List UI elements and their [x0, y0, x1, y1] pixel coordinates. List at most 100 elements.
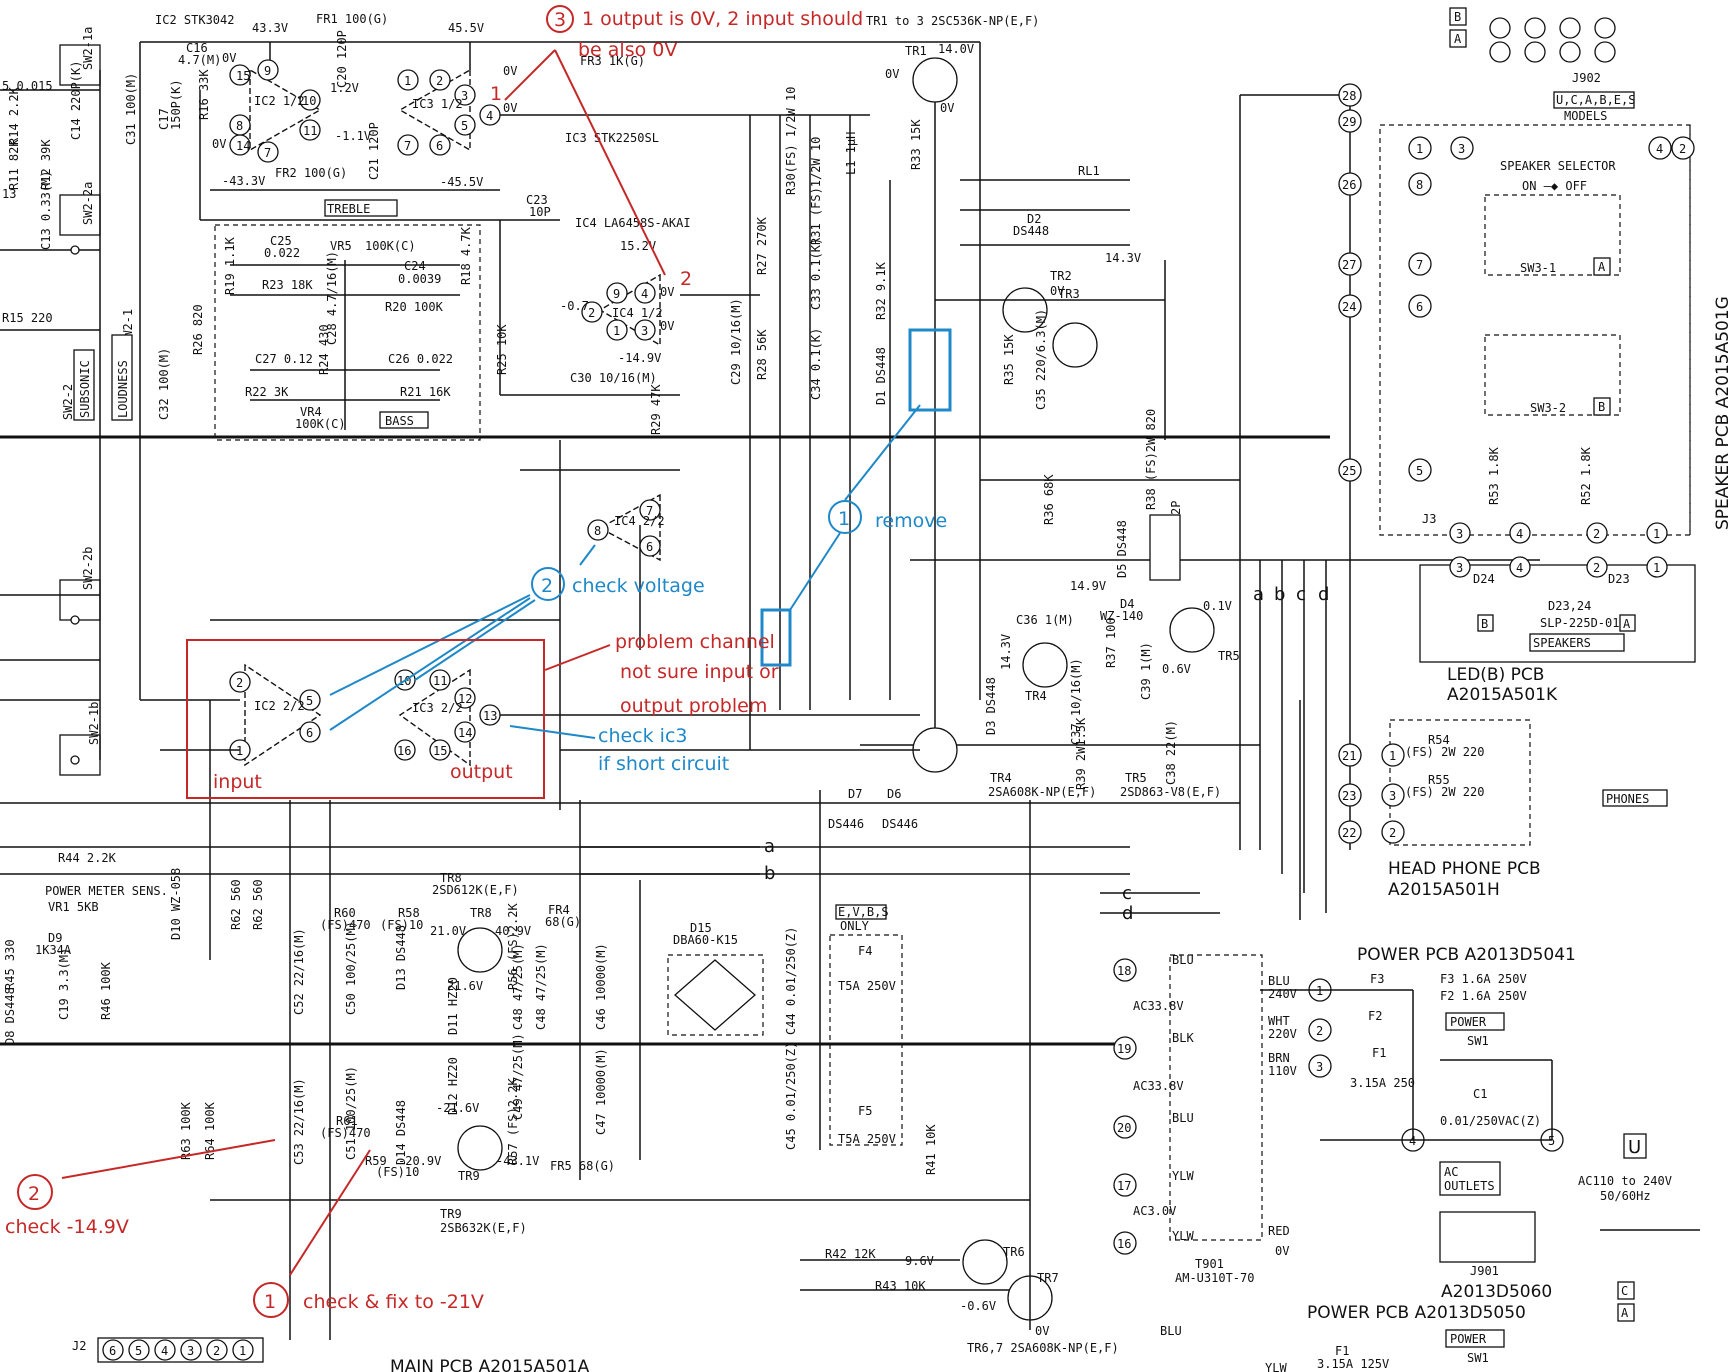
svg-text:D23: D23 [1608, 572, 1630, 586]
c16-label: C16 [186, 41, 208, 55]
svg-text:C30 10/16(M): C30 10/16(M) [570, 371, 657, 385]
svg-text:BLU: BLU [1268, 974, 1290, 988]
ic2-ic3-upper: IC2 STK3042 43.3V FR1 100(G) 45.5V 15 9 … [124, 12, 870, 221]
svg-text:1: 1 [239, 1344, 246, 1358]
svg-text:LED(B) PCB: LED(B) PCB [1447, 665, 1544, 685]
svg-text:D2: D2 [1027, 212, 1041, 226]
svg-text:0V: 0V [503, 101, 517, 115]
svg-text:-21.6V: -21.6V [436, 1101, 479, 1115]
fr2-label: FR2 100(G) [275, 166, 347, 180]
svg-text:C29 10/16(M): C29 10/16(M) [729, 298, 743, 385]
svg-text:29: 29 [1342, 115, 1356, 129]
abcd-bus: a b c d a b c d [580, 560, 1329, 924]
svg-text:50/60Hz: 50/60Hz [1600, 1189, 1651, 1203]
svg-text:D9: D9 [48, 931, 62, 945]
svg-text:WZ-140: WZ-140 [1100, 609, 1143, 623]
input-label: input [213, 771, 262, 793]
svg-text:240V: 240V [1268, 987, 1297, 1001]
svg-text:AC33.8V: AC33.8V [1133, 999, 1184, 1013]
svg-text:d: d [1318, 584, 1329, 605]
c015-label: 5 0.015 [2, 79, 53, 93]
svg-text:R56 (FS)2.2K: R56 (FS)2.2K [506, 903, 520, 990]
svg-text:POWER METER SENS.: POWER METER SENS. [45, 884, 168, 898]
svg-text:1: 1 [1653, 561, 1660, 575]
svg-text:1: 1 [1389, 749, 1396, 763]
svg-text:110V: 110V [1268, 1064, 1297, 1078]
svg-text:DS446: DS446 [882, 817, 918, 831]
svg-text:4: 4 [486, 109, 493, 123]
svg-text:F3 1.6A 250V: F3 1.6A 250V [1440, 972, 1527, 986]
svg-text:R44 2.2K: R44 2.2K [58, 851, 117, 865]
svg-text:A: A [1623, 617, 1631, 631]
svg-text:TR2: TR2 [1050, 269, 1072, 283]
svg-text:J901: J901 [1470, 1264, 1499, 1278]
svg-text:15: 15 [236, 69, 250, 83]
svg-text:D24: D24 [1473, 572, 1495, 586]
svg-text:(FS)470: (FS)470 [320, 1126, 371, 1140]
svg-text:2: 2 [236, 676, 243, 690]
left-switches: SW2-1a SW2-2a SW2-2b SW2-1b SW2-1 SW2-2 … [0, 27, 135, 776]
svg-text:VR1 5KB: VR1 5KB [48, 900, 99, 914]
svg-text:B: B [1481, 617, 1488, 631]
svg-text:3.15A 125V: 3.15A 125V [1317, 1357, 1389, 1371]
svg-text:BLU: BLU [1172, 1111, 1194, 1125]
svg-text:-0.7: -0.7 [560, 299, 589, 313]
svg-text:YLW: YLW [1172, 1229, 1194, 1243]
svg-text:(FS) 2W 220: (FS) 2W 220 [1405, 745, 1484, 759]
svg-text:14: 14 [236, 139, 250, 153]
speaker-pcb: SPEAKER PCB A2015A501G SPEAKER SELECTOR … [1379, 124, 1733, 544]
svg-text:BLU: BLU [1172, 953, 1194, 967]
svg-text:A: A [1454, 32, 1462, 46]
svg-text:R59: R59 [365, 1154, 387, 1168]
svg-text:1: 1 [404, 74, 411, 88]
svg-text:0V: 0V [212, 137, 226, 151]
c17v-label: 150P(K) [169, 79, 183, 130]
svg-text:D11 HZ20: D11 HZ20 [446, 977, 460, 1035]
svg-text:R21 16K: R21 16K [400, 385, 451, 399]
svg-text:21.0V: 21.0V [430, 924, 466, 938]
svg-text:-45.5V: -45.5V [440, 175, 483, 189]
svg-text:TR5: TR5 [1125, 771, 1147, 785]
svg-text:100K(C): 100K(C) [295, 417, 346, 431]
svg-text:TR1 to 3 2SC536K-NP(E,F): TR1 to 3 2SC536K-NP(E,F) [866, 14, 1039, 28]
sw2-2a-label: SW2-2a [81, 182, 95, 225]
svg-text:6: 6 [646, 540, 653, 554]
svg-text:1: 1 [1653, 527, 1660, 541]
svg-text:2: 2 [1316, 1024, 1323, 1038]
svg-text:1.2V: 1.2V [330, 81, 359, 95]
svg-text:D4: D4 [1120, 597, 1134, 611]
svg-text:BLU: BLU [1160, 1324, 1182, 1338]
svg-text:U: U [1628, 1137, 1641, 1158]
svg-text:IC3 2/2: IC3 2/2 [412, 701, 463, 715]
svg-text:POWER: POWER [1450, 1015, 1487, 1029]
svg-text:MODELS: MODELS [1564, 109, 1607, 123]
svg-text:C24: C24 [404, 259, 426, 273]
svg-text:D15: D15 [690, 921, 712, 935]
svg-text:A: A [1621, 1306, 1629, 1320]
svg-text:D7: D7 [848, 787, 862, 801]
svg-text:13: 13 [483, 709, 497, 723]
svg-text:C44 0.01/250(Z): C44 0.01/250(Z) [784, 927, 798, 1035]
svg-text:FR4: FR4 [548, 903, 570, 917]
svg-text:R30(FS) 1/2W 10: R30(FS) 1/2W 10 [784, 87, 798, 195]
svg-text:C39 1(M): C39 1(M) [1139, 642, 1153, 700]
svg-text:2SD863-V8(E,F): 2SD863-V8(E,F) [1120, 785, 1221, 799]
svg-text:SPEAKERS: SPEAKERS [1533, 636, 1591, 650]
svg-text:R28 56K: R28 56K [755, 329, 769, 380]
svg-text:C45 0.01/250(Z): C45 0.01/250(Z) [784, 1042, 798, 1150]
svg-text:(FS) 2W 220: (FS) 2W 220 [1405, 785, 1484, 799]
svg-text:J2: J2 [72, 1339, 86, 1353]
svg-text:R62 560: R62 560 [251, 879, 265, 930]
svg-text:R64 100K: R64 100K [203, 1101, 217, 1160]
svg-text:AC: AC [1444, 1165, 1458, 1179]
svg-text:0V: 0V [940, 101, 954, 115]
sw2-2-label: SW2-2 [61, 384, 75, 420]
svg-text:3.15A 250: 3.15A 250 [1350, 1076, 1415, 1090]
svg-text:D13 DS448: D13 DS448 [394, 925, 408, 990]
svg-text:7: 7 [404, 139, 411, 153]
svg-text:A2013D5060: A2013D5060 [1441, 1282, 1552, 1302]
note-b1-text: check & fix to -21V [303, 1291, 484, 1313]
c20-label: C20 120P [335, 30, 349, 88]
svg-text:TR1: TR1 [905, 44, 927, 58]
svg-text:AC110 to 240V: AC110 to 240V [1578, 1174, 1672, 1188]
